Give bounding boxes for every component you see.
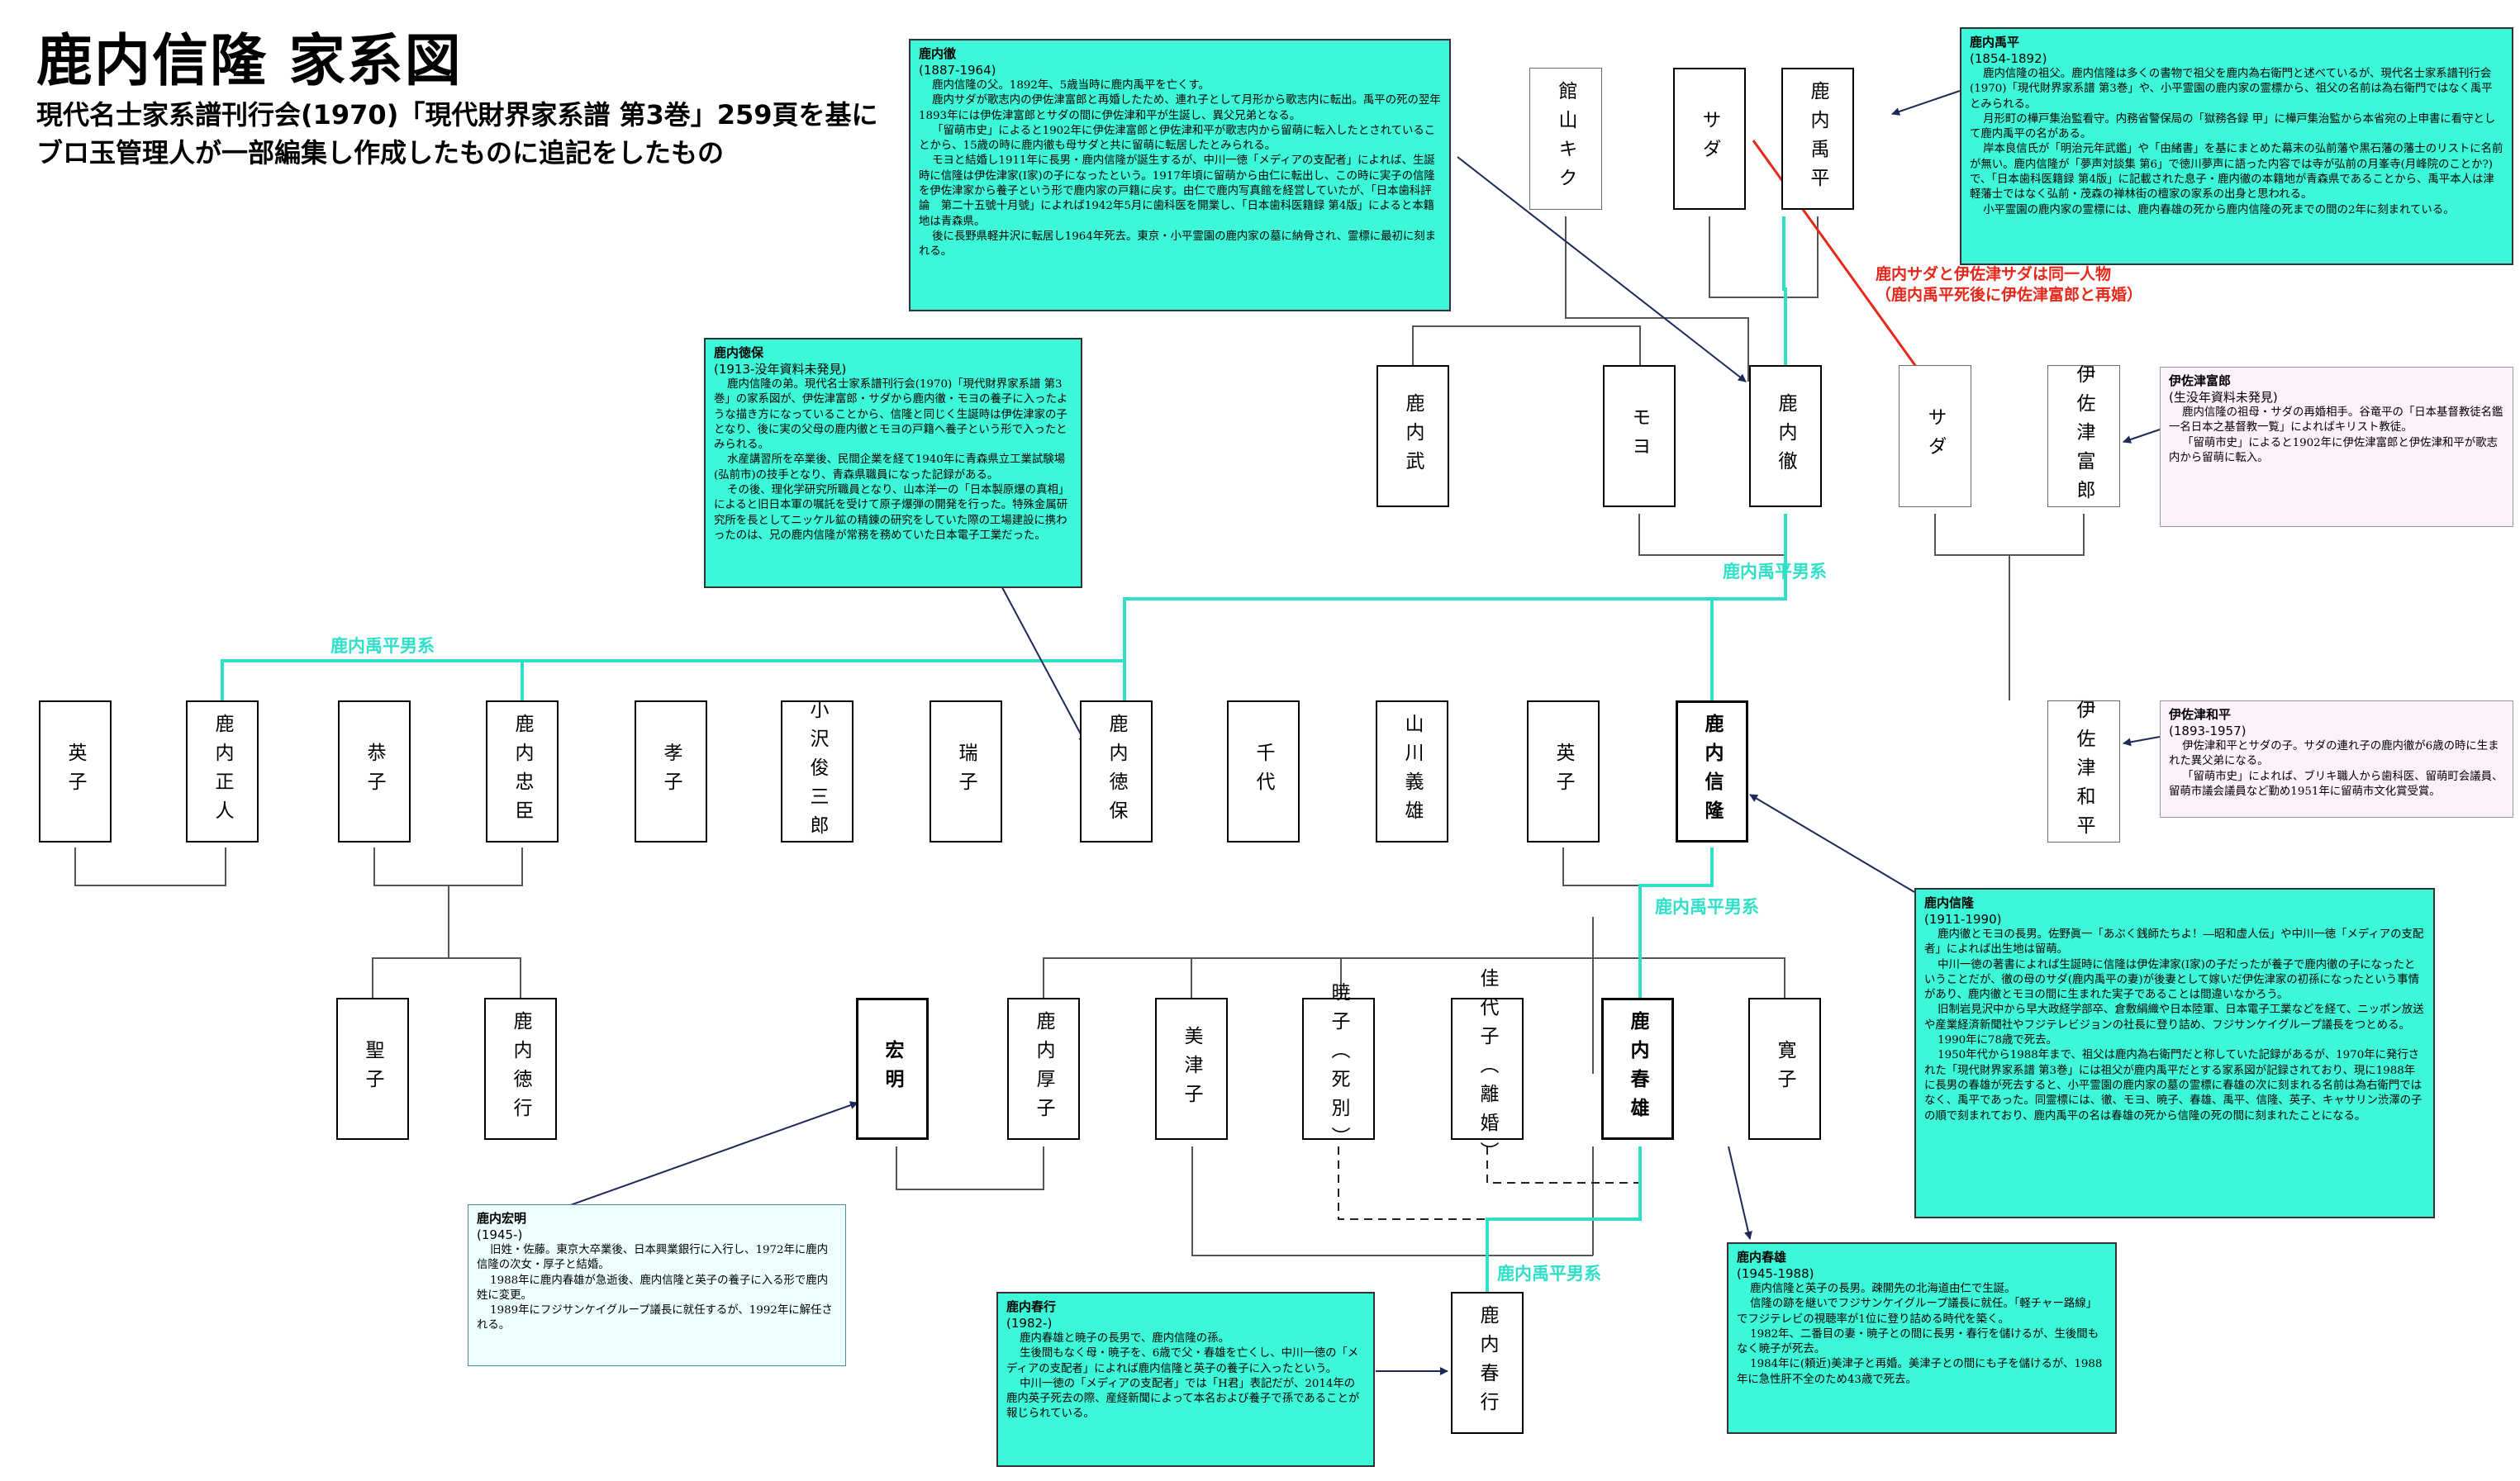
person-takako[interactable]: 孝子 (635, 700, 707, 843)
note-isatsu-kazuhei: 伊佐津和平 (1893-1957) 伊佐津和平とサダの子。サダの連れ子の鹿内徹が… (2160, 700, 2513, 818)
person-shikauchi-tokuyuki[interactable]: 鹿内徳行 (484, 998, 557, 1140)
person-moyo[interactable]: モヨ (1603, 365, 1676, 507)
person-mitsuko[interactable]: 美津子 (1155, 998, 1228, 1140)
subtitle: 現代名士家系譜刊行会(1970)「現代財界家系譜 第3巻」259頁を基に ブロ玉… (36, 96, 904, 172)
person-akiko[interactable]: 暁子（死別） (1302, 982, 1375, 1156)
page-title: 鹿内信隆 家系図 (36, 29, 463, 94)
person-kyoko[interactable]: 恭子 (338, 700, 411, 843)
person-sada-top[interactable]: サダ (1673, 68, 1746, 210)
person-shikauchi-toru[interactable]: 鹿内徹 (1749, 365, 1822, 507)
person-ozawa-shunzaburo[interactable]: 小沢俊三郎 (781, 700, 853, 844)
subtitle-line-1: 現代名士家系譜刊行会(1970)「現代財界家系譜 第3巻」259頁を基に (36, 99, 878, 131)
person-isatsu-tomio[interactable]: 伊佐津富郎 (2047, 364, 2120, 509)
person-shikauchi-haruo[interactable]: 鹿内春雄 (1601, 998, 1674, 1140)
person-shikauchi-atsuko[interactable]: 鹿内厚子 (1007, 998, 1080, 1140)
person-kayoko[interactable]: 佳代子（離婚） (1451, 968, 1524, 1170)
person-shikauchi-haruyuki[interactable]: 鹿内春行 (1451, 1292, 1524, 1434)
person-shikauchi-tadaomi[interactable]: 鹿内忠臣 (486, 700, 559, 843)
person-shikauchi-uhei[interactable]: 鹿内禹平 (1781, 68, 1854, 210)
note-shikauchi-toru: 鹿内徹 (1887-1964) 鹿内信隆の父。1892年、5歳当時に鹿内禹平を亡… (909, 39, 1451, 311)
person-shikauchi-masato[interactable]: 鹿内正人 (186, 700, 259, 843)
person-eiko-left[interactable]: 英子 (39, 700, 112, 843)
person-hiroko[interactable]: 寛子 (1748, 998, 1821, 1140)
subtitle-line-2: ブロ玉管理人が一部編集し作成したものに追記をしたもの (36, 137, 725, 169)
person-sada-right[interactable]: サダ (1899, 365, 1971, 507)
note-shikauchi-nobutaka: 鹿内信隆 (1911-1990) 鹿内徹とモヨの長男。佐野眞一「あぶく銭師たちよ… (1914, 888, 2435, 1218)
note-shikauchi-hiroaki: 鹿内宏明 (1945-) 旧姓・佐藤。東京大卒業後、日本興業銀行に入行し、197… (468, 1204, 846, 1366)
person-mizuko[interactable]: 瑞子 (930, 700, 1002, 843)
note-shikauchi-haruo: 鹿内春雄 (1945-1988) 鹿内信隆と英子の長男。疎開先の北海道由仁で生誕… (1727, 1242, 2117, 1434)
person-seiko[interactable]: 聖子 (336, 998, 409, 1140)
note-shikauchi-tokuyasu: 鹿内徳保 (1913-没年資料未発見) 鹿内信隆の弟。現代名士家系譜刊行会(19… (704, 338, 1082, 588)
person-shikauchi-nobutaka[interactable]: 鹿内信隆 (1676, 700, 1748, 843)
male-line-connectors (221, 216, 1787, 1292)
male-line-label-1: 鹿内禹平男系 (1723, 562, 1827, 581)
person-yamakawa-yoshio[interactable]: 山川義雄 (1376, 700, 1448, 843)
note-shikauchi-uhei: 鹿内禹平 (1854-1892) 鹿内信隆の祖父。鹿内信隆は多くの書物で祖父を鹿… (1960, 27, 2513, 265)
note-isatsu-tomio: 伊佐津富郎 (生没年資料未発見) 鹿内信隆の祖母・サダの再婚相手。谷竜平の「日本… (2160, 367, 2513, 527)
person-hiroaki[interactable]: 宏明 (856, 998, 929, 1140)
person-shikauchi-takeshi[interactable]: 鹿内武 (1376, 365, 1449, 507)
person-isatsu-kazuhei[interactable]: 伊佐津和平 (2047, 700, 2120, 844)
sada-identity-annotation: 鹿内サダと伊佐津サダは同一人物（鹿内禹平死後に伊佐津富郎と再婚） (1876, 265, 2143, 304)
person-tateyama-kiku[interactable]: 館山キク (1529, 68, 1602, 210)
person-shikauchi-tokuyasu[interactable]: 鹿内徳保 (1080, 700, 1153, 843)
male-line-label-2: 鹿内禹平男系 (330, 636, 435, 656)
person-chiyo[interactable]: 千代 (1227, 700, 1300, 843)
note-shikauchi-haruyuki: 鹿内春行 (1982-) 鹿内春雄と暁子の長男で、鹿内信隆の孫。 生後間もなく母… (996, 1292, 1375, 1467)
family-lines (74, 216, 2085, 1256)
male-line-label-4: 鹿内禹平男系 (1497, 1264, 1601, 1284)
male-line-label-3: 鹿内禹平男系 (1655, 897, 1759, 917)
person-eiko-right[interactable]: 英子 (1527, 700, 1600, 843)
